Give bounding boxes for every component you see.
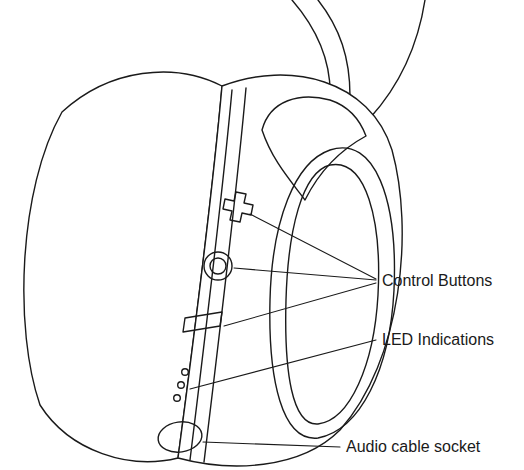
outer-face [286, 164, 379, 424]
audio-socket [156, 419, 204, 455]
leader-line [190, 340, 376, 389]
part-label: Audio cable socket [346, 437, 480, 456]
led [174, 395, 181, 402]
ear-cup [178, 75, 402, 466]
led [178, 382, 185, 389]
leader-line [234, 268, 376, 280]
part-label: Control Buttons [382, 271, 492, 290]
volume-up-button [223, 192, 253, 222]
volume-down-button [183, 312, 222, 332]
leader-line [203, 442, 340, 447]
led [182, 369, 189, 376]
headband [370, 0, 425, 118]
cup-rim [204, 88, 246, 462]
play-button [204, 252, 232, 280]
play-button [210, 258, 226, 274]
leader-line [250, 214, 376, 279]
part-label: LED Indications [382, 330, 494, 349]
outer-face [270, 148, 395, 438]
leader-line [224, 283, 376, 326]
